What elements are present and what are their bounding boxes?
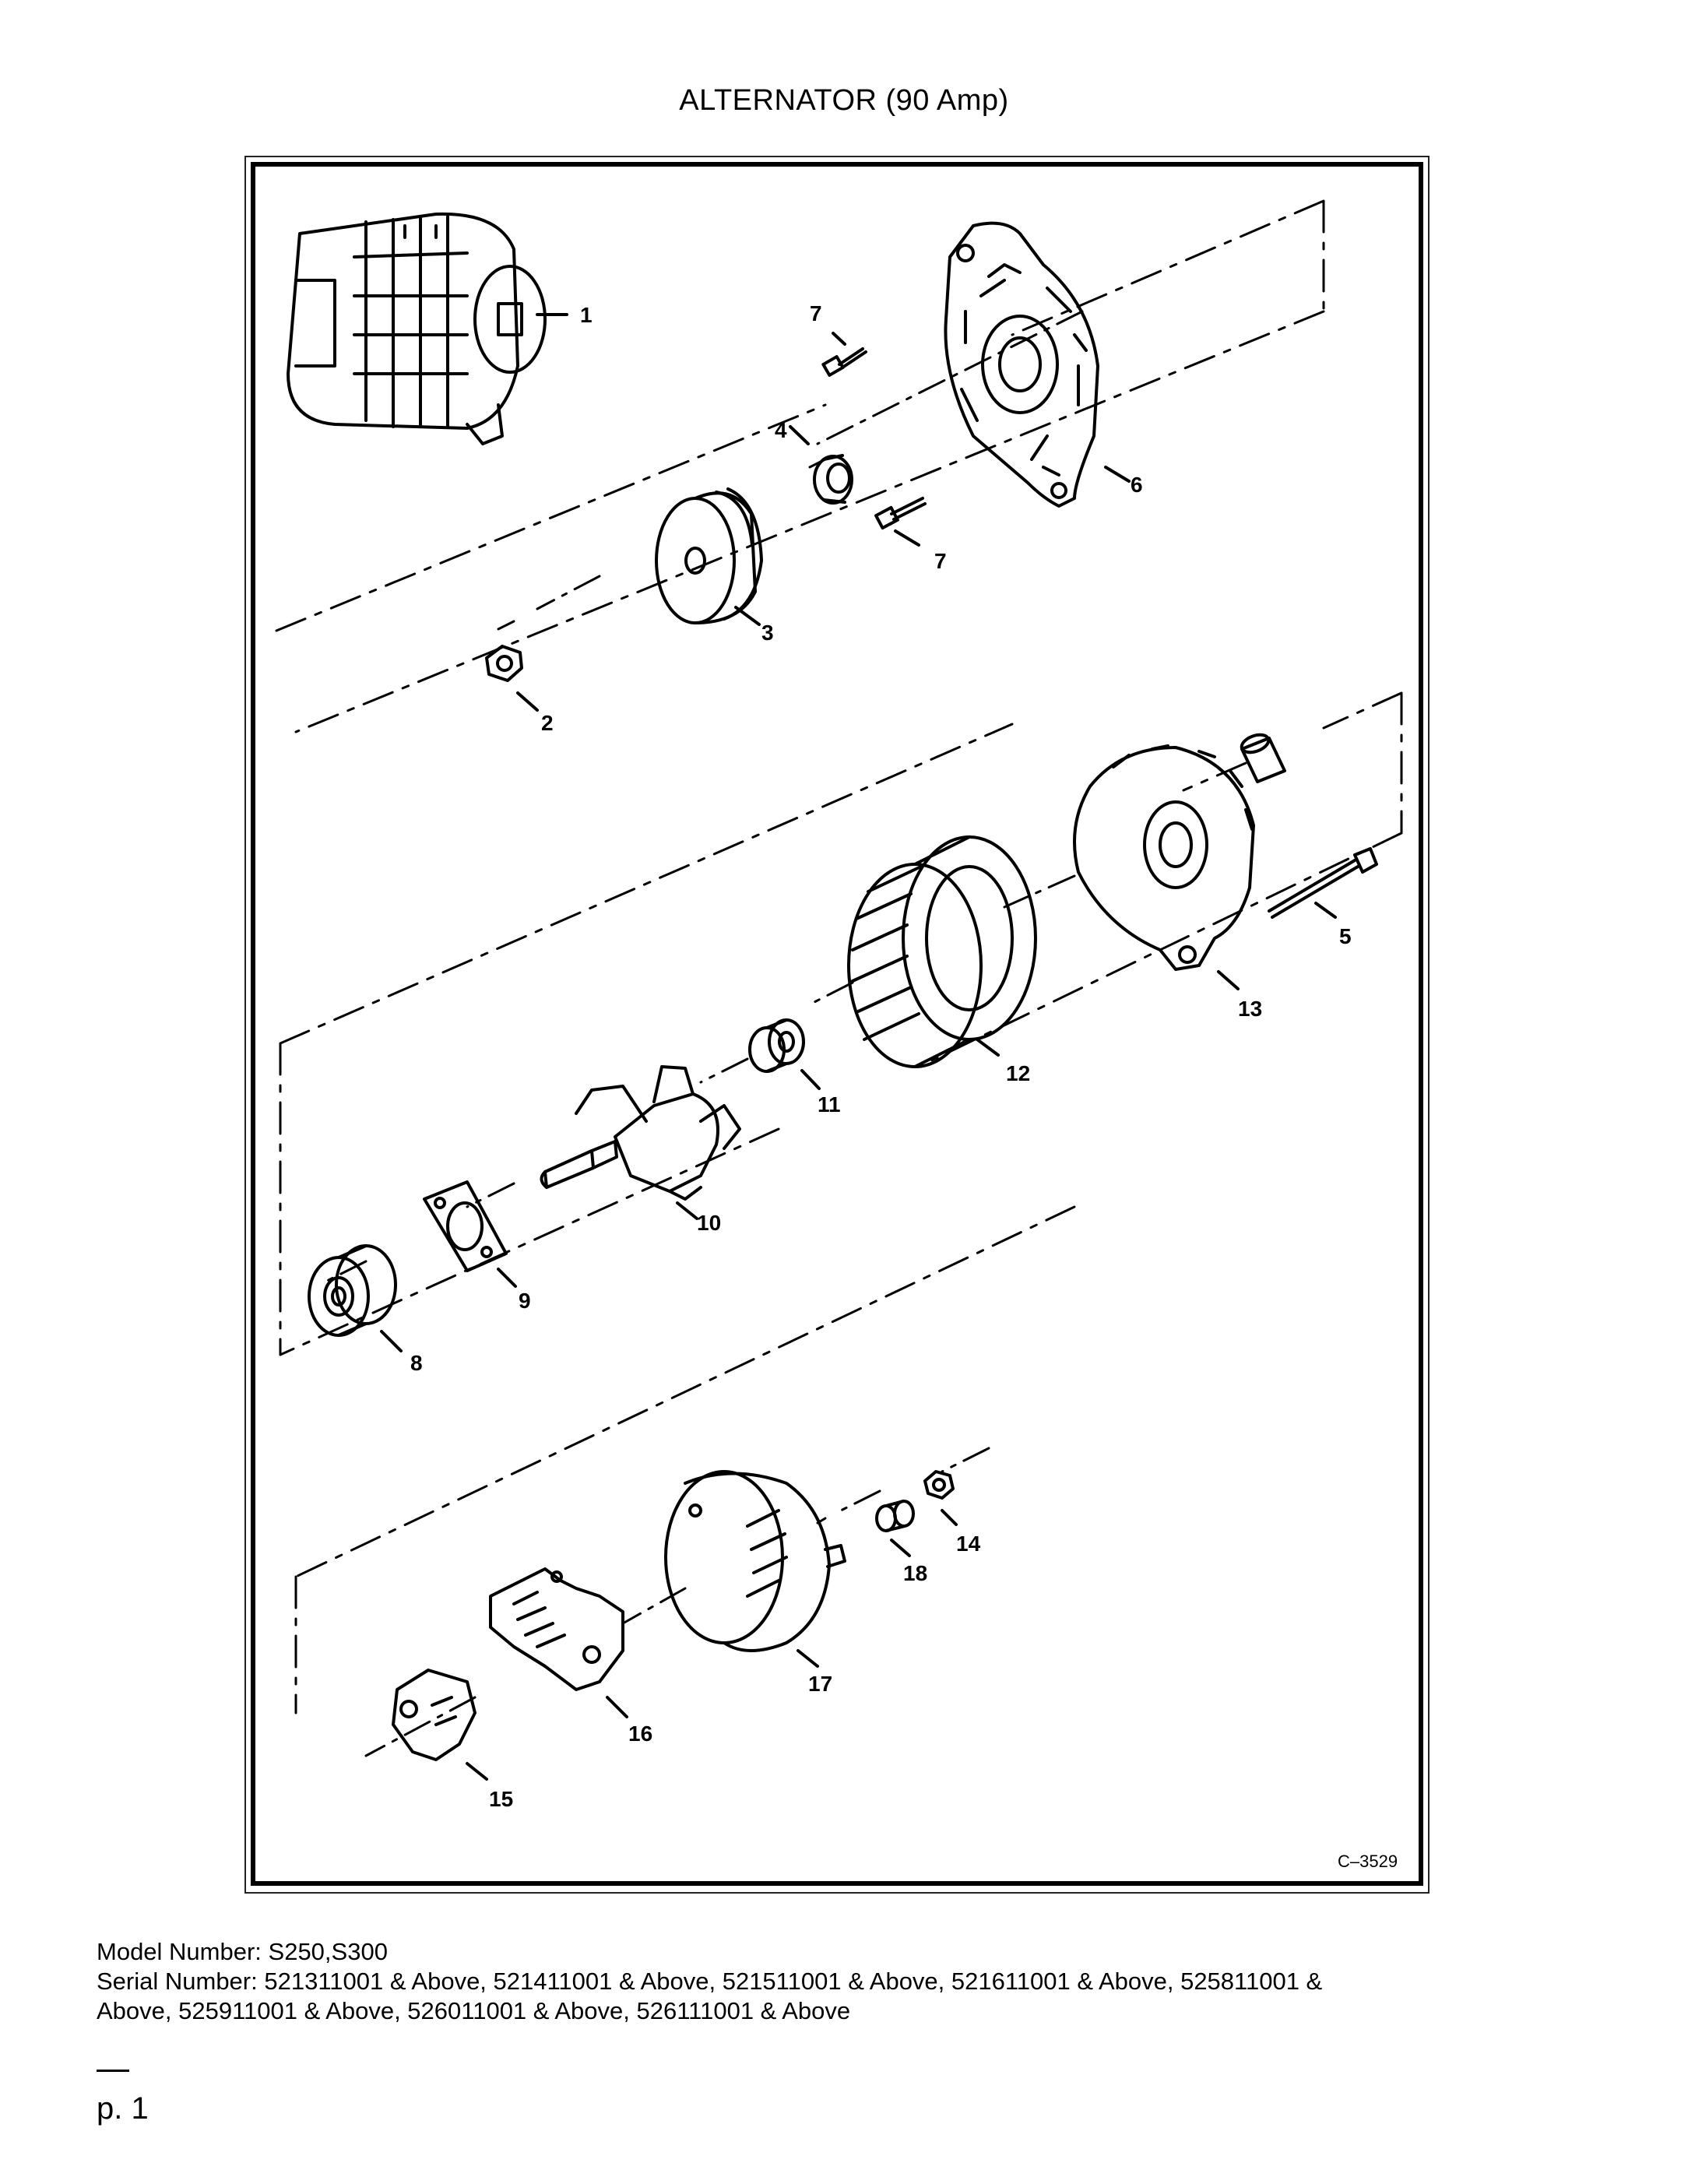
- assembly-outline-bottom: [294, 1205, 1076, 1714]
- part-4-collar: [813, 454, 853, 505]
- page-title: ALTERNATOR (90 Amp): [679, 84, 1009, 117]
- callout-3: 3: [761, 621, 774, 645]
- leader-8: [380, 1330, 403, 1352]
- part-17-rear-cover: [664, 1470, 846, 1652]
- callout-14: 14: [956, 1532, 981, 1556]
- centerline-top: [497, 310, 1084, 631]
- leader-7a: [832, 332, 846, 346]
- callout-11: 11: [818, 1092, 841, 1117]
- leader-10: [676, 1201, 698, 1220]
- callout-8: 8: [410, 1351, 423, 1375]
- part-12-stator: [847, 835, 1037, 1068]
- callout-7-upper: 7: [810, 301, 822, 325]
- part-15-brush-holder: [392, 1669, 477, 1761]
- part-7-bolt-upper: [821, 347, 867, 377]
- leader-11: [800, 1069, 821, 1090]
- part-2-nut: [485, 645, 523, 682]
- leader-7b: [894, 529, 920, 547]
- part-5-through-bolt: [1268, 847, 1378, 919]
- callout-12: 12: [1006, 1061, 1030, 1085]
- part-7-bolt-lower: [874, 497, 927, 530]
- part-8-bearing: [308, 1244, 397, 1337]
- part-18-sleeve: [875, 1500, 915, 1532]
- callout-labels: 1 2 3 4 5 6 7 7 8 9 10 11 12 13 14 15 16…: [410, 301, 1352, 1811]
- callout-18: 18: [903, 1561, 927, 1585]
- callout-13: 13: [1238, 997, 1262, 1021]
- leader-14: [941, 1509, 958, 1526]
- leader-15: [466, 1762, 488, 1781]
- model-serial-info: Model Number: S250,S300 Serial Number: 5…: [97, 1937, 1576, 2026]
- part-3-pulley: [655, 487, 763, 624]
- leader-18: [890, 1539, 911, 1557]
- part-1-alternator-assembly: [287, 212, 547, 445]
- leader-4: [789, 425, 810, 445]
- callout-9: 9: [519, 1289, 531, 1313]
- part-9-retainer-plate: [423, 1180, 508, 1272]
- callout-16: 16: [628, 1722, 652, 1746]
- callout-2: 2: [541, 711, 554, 735]
- part-16-rectifier: [489, 1567, 624, 1691]
- serial-number-line-1: Serial Number: 521311001 & Above, 521411…: [97, 1968, 1323, 1995]
- part-11-bearing: [748, 1018, 805, 1073]
- callout-17: 17: [808, 1672, 832, 1696]
- leader-9: [497, 1268, 517, 1288]
- part-6-drive-end-housing: [944, 221, 1099, 508]
- diagram-frame-outer: [244, 156, 1430, 1894]
- callout-15: 15: [489, 1787, 513, 1811]
- assembly-outline-middle: [279, 691, 1403, 1356]
- page-number: p. 1: [97, 2091, 149, 2126]
- leader-12: [976, 1038, 1000, 1057]
- part-13-sleeve: [1240, 733, 1286, 783]
- leader-6: [1104, 466, 1131, 483]
- callout-5: 5: [1339, 924, 1352, 948]
- callout-7-lower: 7: [934, 549, 947, 573]
- centerline-bottom: [364, 1447, 990, 1757]
- callout-10: 10: [697, 1211, 721, 1235]
- callout-1: 1: [580, 303, 593, 327]
- part-14-nut: [923, 1470, 955, 1500]
- figure-code: C–3529: [1338, 1852, 1398, 1871]
- leader-2: [516, 691, 539, 712]
- assembly-outline-top: [275, 199, 1325, 733]
- diagram-frame: [251, 162, 1423, 1886]
- centerline-middle: [325, 874, 1076, 1282]
- callout-4: 4: [775, 418, 787, 442]
- part-13-rear-housing: [1073, 744, 1255, 971]
- leader-16: [606, 1696, 628, 1718]
- leader-5: [1314, 902, 1337, 919]
- leader-13: [1217, 970, 1240, 990]
- page-rule: [97, 2070, 129, 2072]
- model-number: Model Number: S250,S300: [97, 1938, 388, 1965]
- serial-number-line-2: Above, 525911001 & Above, 526011001 & Ab…: [97, 1997, 851, 2024]
- leader-17: [797, 1649, 819, 1668]
- part-10-rotor: [540, 1065, 741, 1201]
- callout-6: 6: [1131, 473, 1143, 497]
- leader-3: [734, 606, 761, 626]
